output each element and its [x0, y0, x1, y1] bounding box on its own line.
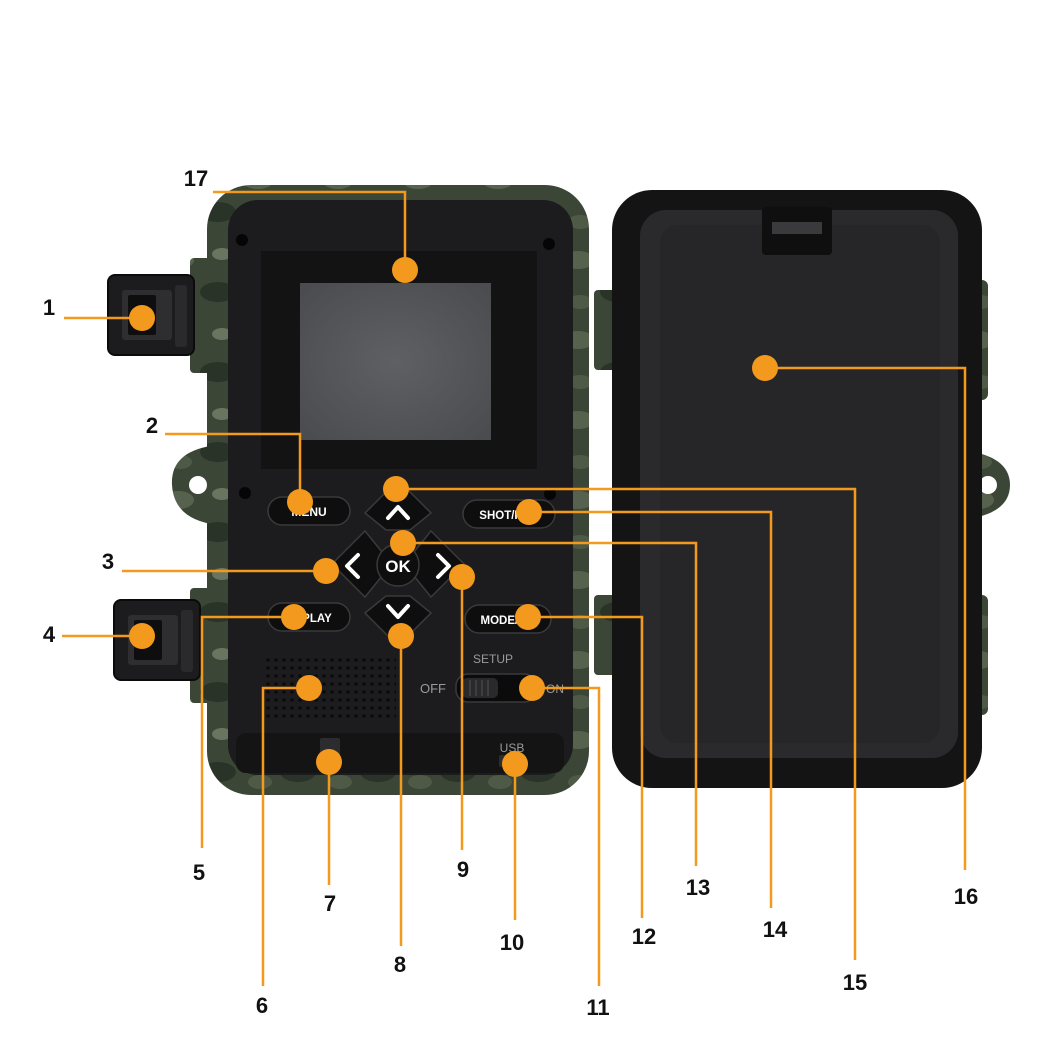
callout-dot-16 — [752, 355, 778, 381]
callout-number-7: 7 — [324, 891, 336, 916]
callout-number-1: 1 — [43, 295, 55, 320]
lcd-screen — [300, 283, 491, 440]
callout-line-12 — [528, 615, 644, 918]
callout-dot-10 — [502, 751, 528, 777]
chevron-down-icon — [386, 604, 410, 619]
screw-mid-right — [544, 488, 556, 500]
callout-dot-13 — [390, 530, 416, 556]
callout-dot-2 — [287, 489, 313, 515]
switch-slider[interactable] — [462, 678, 498, 698]
callout-lines — [62, 190, 967, 986]
callout-dot-1 — [129, 305, 155, 331]
callout-number-5: 5 — [193, 860, 205, 885]
callout-line-6 — [261, 686, 309, 986]
speaker-grille — [262, 655, 396, 721]
callout-line-5 — [200, 615, 294, 848]
callout-dot-14 — [516, 499, 542, 525]
chevron-left-icon — [345, 553, 360, 579]
callout-dot-4 — [129, 623, 155, 649]
callout-number-10: 10 — [500, 930, 524, 955]
callout-line-17 — [213, 190, 407, 270]
callout-numbers: 1 2 3 4 5 6 7 8 9 10 11 12 13 14 15 16 1… — [43, 166, 978, 1020]
callout-number-13: 13 — [686, 875, 710, 900]
door-hinge-upper — [594, 290, 616, 370]
callout-dot-12 — [515, 604, 541, 630]
callout-line-15 — [396, 487, 857, 960]
screw-mid-left — [239, 487, 251, 499]
left-top-latch[interactable] — [107, 274, 195, 356]
door-hinge-lower — [594, 595, 616, 675]
ok-button-label: OK — [385, 557, 411, 576]
switch-setup-label: SETUP — [473, 652, 513, 666]
callout-dot-15 — [383, 476, 409, 502]
callout-number-14: 14 — [763, 917, 788, 942]
battery-door-inset — [660, 225, 940, 743]
door-latch-tab — [772, 222, 822, 234]
left-bottom-latch[interactable] — [113, 599, 201, 681]
screw-top-left — [236, 234, 248, 246]
callout-line-2 — [165, 432, 302, 500]
chevron-up-icon — [386, 505, 410, 520]
callout-dot-17 — [392, 257, 418, 283]
callout-dot-11 — [519, 675, 545, 701]
callout-dot-5 — [281, 604, 307, 630]
callout-number-2: 2 — [146, 413, 158, 438]
callout-number-8: 8 — [394, 952, 406, 977]
callout-dot-9 — [449, 564, 475, 590]
callout-number-6: 6 — [256, 993, 268, 1018]
callout-number-3: 3 — [102, 549, 114, 574]
callout-dots — [129, 257, 778, 777]
callout-line-16 — [765, 366, 967, 870]
chevron-right-icon — [436, 553, 451, 579]
front-mount-hole — [189, 476, 207, 494]
callout-number-15: 15 — [843, 970, 867, 995]
callout-dot-6 — [296, 675, 322, 701]
callout-number-17: 17 — [184, 166, 208, 191]
callout-number-9: 9 — [457, 857, 469, 882]
callout-number-4: 4 — [43, 622, 56, 647]
door-mount-hole — [979, 476, 997, 494]
callout-line-11 — [532, 686, 601, 986]
switch-off-label: OFF — [420, 681, 446, 696]
callout-dot-3 — [313, 558, 339, 584]
callout-number-16: 16 — [954, 884, 978, 909]
callout-number-12: 12 — [632, 924, 656, 949]
callout-dot-8 — [388, 623, 414, 649]
callout-number-11: 11 — [586, 995, 609, 1020]
power-switch[interactable]: SETUP OFF ON — [420, 652, 564, 703]
callout-line-13 — [403, 541, 698, 866]
screw-top-right — [543, 238, 555, 250]
callout-dot-7 — [316, 749, 342, 775]
callout-line-14 — [529, 510, 773, 908]
